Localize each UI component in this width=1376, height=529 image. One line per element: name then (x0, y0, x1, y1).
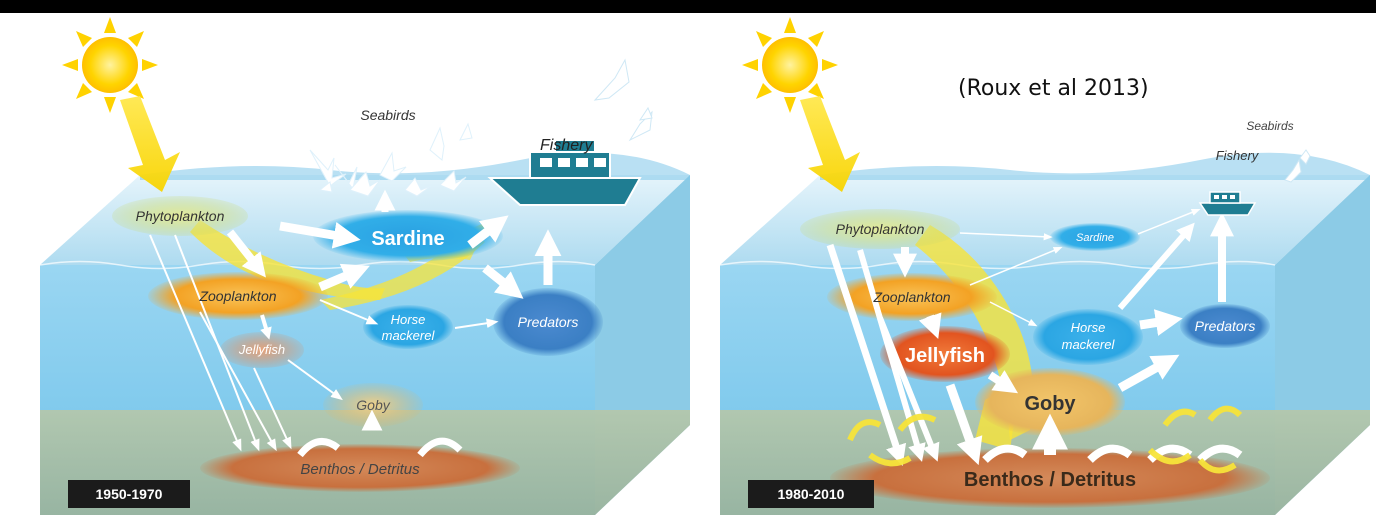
label-goby: Goby (1024, 393, 1076, 415)
node-jellyfish (220, 332, 304, 368)
label-sardine: Sardine (1076, 232, 1114, 244)
label-fishery: Fishery (540, 137, 593, 154)
node-predators (1180, 304, 1270, 348)
label-seabirds: Seabirds (1246, 119, 1293, 133)
label-jellyfish: Jellyfish (905, 345, 985, 367)
node-labels: Seabirds Fishery Phytoplankton Sardine Z… (836, 119, 1294, 491)
sun-icon (742, 17, 860, 192)
label-sardine: Sardine (371, 228, 444, 250)
flow-arrow-icon (226, 189, 562, 431)
node-zooplankton (148, 272, 328, 320)
node-jellyfish (880, 326, 1010, 382)
label-zooplankton: Zooplankton (198, 288, 276, 304)
sun-icon (62, 17, 180, 192)
label-goby: Goby (356, 397, 390, 413)
panel-1980-2010: Seabirds Fishery Phytoplankton Sardine Z… (719, 17, 1370, 515)
seabird-icon (309, 122, 473, 197)
node-benthos (830, 448, 1270, 508)
fishing-boat-icon (487, 139, 642, 206)
label-jellyfish: Jellyfish (238, 342, 285, 357)
label-phytoplankton: Phytoplankton (136, 208, 225, 224)
period-label-left: 1950-1970 (68, 480, 190, 508)
label-zooplankton: Zooplankton (872, 289, 950, 305)
label-benthos: Benthos / Detritus (964, 469, 1136, 491)
node-horse-mackerel (1033, 309, 1143, 365)
top-black-bar (0, 0, 1376, 13)
node-predators (493, 288, 603, 356)
label-benthos: Benthos / Detritus (300, 461, 420, 478)
node-labels: Seabirds Fishery Phytoplankton Sardine Z… (136, 107, 594, 478)
label-predators: Predators (1195, 318, 1256, 334)
period-label-right: 1980-2010 (748, 480, 874, 508)
node-benthos (200, 444, 520, 492)
citation: (Roux et al 2013) (958, 76, 1149, 101)
panel-1950-1970: Seabirds Fishery Phytoplankton Sardine Z… (39, 17, 690, 515)
node-horse-mackerel (363, 305, 453, 349)
label-horse-mackerel-line2: mackerel (1062, 337, 1116, 352)
seabird-icon (593, 58, 653, 142)
node-phytoplankton (112, 196, 248, 236)
label-horse-mackerel-line1: Horse (391, 312, 426, 327)
seabird-icon (1284, 149, 1311, 183)
label-horse-mackerel-line1: Horse (1071, 320, 1106, 335)
node-goby (323, 383, 423, 427)
label-horse-mackerel-line2: mackerel (382, 328, 436, 343)
flow-arrow-icon (826, 212, 1234, 466)
node-phytoplankton (800, 209, 960, 249)
label-phytoplankton: Phytoplankton (836, 221, 925, 237)
label-predators: Predators (518, 314, 579, 330)
node-sardine (1050, 223, 1140, 251)
fishing-boat-icon (1198, 191, 1257, 216)
label-fishery: Fishery (1216, 148, 1260, 163)
label-seabirds: Seabirds (360, 107, 415, 123)
